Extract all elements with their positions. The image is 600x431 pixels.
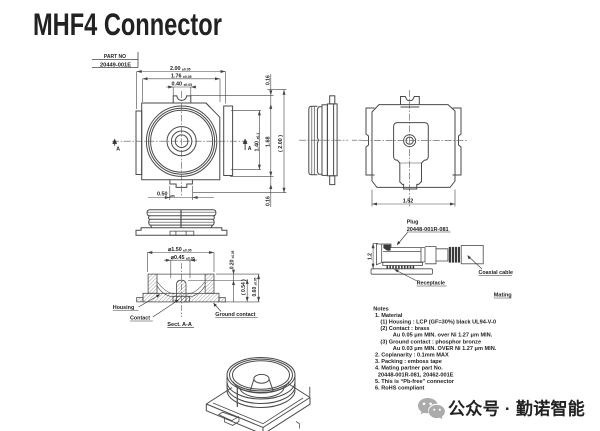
svg-text:0.16: 0.16 [265,75,271,85]
svg-text:2. Coplanarity : 0.1mm MAX: 2. Coplanarity : 0.1mm MAX [375,353,449,359]
svg-text:( 2.00 ): ( 2.00 ) [278,135,284,152]
svg-text:±0.05: ±0.05 [254,277,258,285]
svg-text:( 0.54 ): ( 0.54 ) [241,279,247,295]
svg-text:Plug: Plug [407,220,419,226]
svg-text:2.00: 2.00 [170,66,181,72]
svg-text:0.16: 0.16 [265,196,271,206]
svg-text:1.2: 1.2 [368,253,374,260]
svg-text:1.68: 1.68 [265,137,271,148]
svg-text:20448-001R-081, 20462-001E: 20448-001R-081, 20462-001E [378,372,454,378]
svg-text:3. Packing : emboss tape: 3. Packing : emboss tape [375,359,442,365]
svg-text:公众号 · 勤诺智能: 公众号 · 勤诺智能 [448,399,585,419]
svg-text:(2) Contact : brass: (2) Contact : brass [380,326,429,332]
svg-text:Sect. A-A: Sect. A-A [167,322,192,328]
svg-text:PART NO: PART NO [104,54,126,60]
svg-text:20448-001R-081: 20448-001R-081 [407,227,449,233]
svg-text:μm: μm [170,194,175,198]
svg-text:1.40: 1.40 [254,141,260,152]
svg-text:0.60: 0.60 [252,287,258,297]
svg-text:±0.05: ±0.05 [182,67,191,71]
svg-text:Mating: Mating [494,293,513,299]
svg-text:Au 0.03 μm MIN. OVER Ni 1.27 μ: Au 0.03 μm MIN. OVER Ni 1.27 μm MIN. [393,346,497,352]
svg-text:(3) Ground contact : phosphor: (3) Ground contact : phosphor bronze [380,339,481,345]
svg-text:±0.05: ±0.05 [186,256,195,260]
svg-text:⌀0.45: ⌀0.45 [171,255,185,261]
svg-text:±0.05: ±0.05 [183,75,192,79]
svg-text:Ground contact: Ground contact [215,312,255,318]
svg-text:0.50: 0.50 [157,192,168,198]
svg-text:6. RoHS compliant: 6. RoHS compliant [375,386,425,392]
svg-text:A: A [248,146,252,152]
svg-text:5. This is “Pb-free” connector: 5. This is “Pb-free” connector [375,379,455,385]
svg-text:±0.05: ±0.05 [231,250,235,258]
svg-text:±0.05: ±0.05 [183,249,192,253]
svg-text:Contact: Contact [130,316,150,322]
svg-text:(1) Housing : LCP (GF=30%) bla: (1) Housing : LCP (GF=30%) black UL94-V-… [380,320,496,326]
svg-text:20449-001E: 20449-001E [100,62,131,68]
svg-text:A: A [116,146,120,152]
svg-text:Housing: Housing [113,305,135,311]
svg-text:1.52: 1.52 [403,199,414,205]
svg-text:⌀1.50: ⌀1.50 [168,247,182,253]
svg-text:1.76: 1.76 [171,73,182,79]
svg-text:0.40: 0.40 [172,82,183,88]
svg-text:Au 0.05 μm MIN. over Ni 1.27 μ: Au 0.05 μm MIN. over Ni 1.27 μm MIN. [393,333,493,339]
svg-text:1. Material: 1. Material [375,313,403,319]
svg-text:Coaxial cable: Coaxial cable [479,270,513,276]
svg-text:Notes: Notes [373,306,389,312]
svg-text:0.20: 0.20 [229,259,235,269]
svg-text:±0.1: ±0.1 [256,133,260,140]
svg-text:MHF4 Connector: MHF4 Connector [33,7,222,42]
svg-text:4. Mating partner part No.: 4. Mating partner part No. [375,366,443,372]
svg-text:Receptacle: Receptacle [417,281,445,287]
svg-text:±0.05: ±0.05 [184,83,193,87]
